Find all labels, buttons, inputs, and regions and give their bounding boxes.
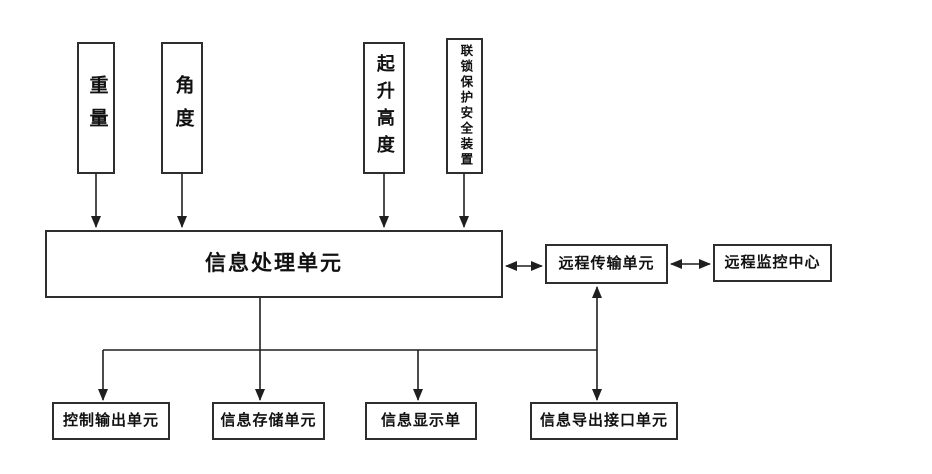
sensor-interlock-label: 联锁保护安全装置 <box>458 44 473 168</box>
info-export-interface-unit-label: 信息导出接口单元 <box>539 411 668 429</box>
info-storage-unit-label: 信息存储单元 <box>220 411 317 429</box>
remote-monitoring-center-label: 远程监控中心 <box>724 253 821 271</box>
processing-unit-label: 信息处理单元 <box>205 252 343 276</box>
sensor-box-weight: 重量 <box>77 42 115 174</box>
info-display-unit-box: 信息显示单 <box>365 402 477 440</box>
processing-unit-box: 信息处理单元 <box>45 230 503 298</box>
remote-transmission-unit-box: 远程传输单元 <box>545 244 668 284</box>
sensor-box-angle: 角度 <box>161 42 203 174</box>
sensor-box-interlock-safety: 联锁保护安全装置 <box>446 38 483 174</box>
control-output-unit-label: 控制输出单元 <box>62 411 159 429</box>
info-storage-unit-box: 信息存储单元 <box>212 402 325 440</box>
sensor-weight-label: 重量 <box>86 75 108 141</box>
info-export-interface-unit-box: 信息导出接口单元 <box>530 402 678 440</box>
remote-transmission-unit-label: 远程传输单元 <box>558 254 655 272</box>
control-output-unit-box: 控制输出单元 <box>52 402 170 440</box>
sensor-lift-height-label: 起升高度 <box>374 54 395 162</box>
info-display-unit-label: 信息显示单 <box>380 411 461 429</box>
sensor-box-lift-height: 起升高度 <box>363 42 405 174</box>
remote-monitoring-center-box: 远程监控中心 <box>713 244 832 282</box>
sensor-angle-label: 角度 <box>172 75 194 141</box>
